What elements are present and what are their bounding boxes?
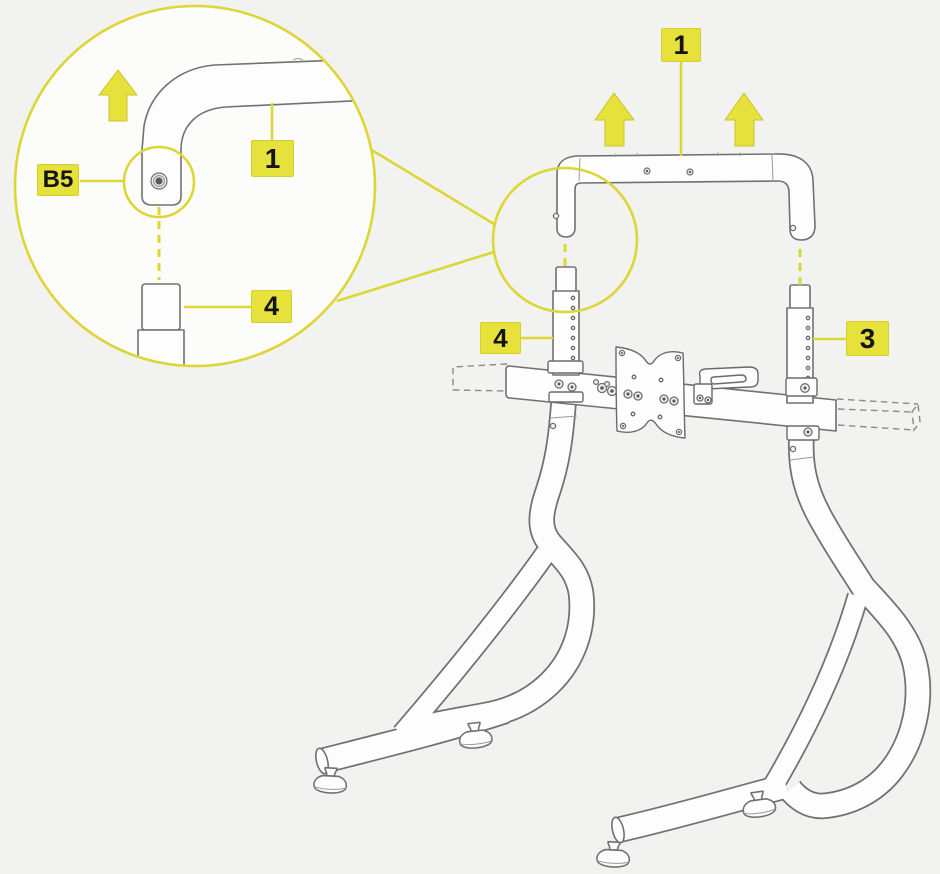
label-part4-callout: 4 <box>251 290 292 323</box>
label-part1-topbar: 1 <box>661 28 701 62</box>
callout-connector-lines <box>336 147 495 303</box>
crossbar-hidden-extensions <box>452 363 921 432</box>
vesa-plate <box>615 346 686 439</box>
highlight-circle <box>491 166 639 314</box>
handle-bracket <box>693 366 759 405</box>
left-leg <box>315 395 595 775</box>
b5-screw-hole <box>150 172 168 190</box>
label-part4-left-post: 4 <box>480 322 521 354</box>
label-part1-callout: 1 <box>251 140 294 177</box>
left-post <box>552 266 580 376</box>
part1-tube-callout <box>141 57 375 206</box>
up-arrow-icon <box>594 92 635 147</box>
main-annotations <box>491 62 846 341</box>
up-arrow-icon <box>724 92 764 147</box>
left-post-clamp <box>547 360 584 403</box>
right-post-clamp <box>785 377 820 441</box>
up-arrow-icon <box>98 69 138 122</box>
top-bar <box>552 152 816 241</box>
label-b5-hardware: B5 <box>37 164 79 196</box>
label-part3-right-post: 3 <box>846 321 889 356</box>
right-leg <box>611 426 932 844</box>
right-feet <box>596 790 777 868</box>
left-feet <box>313 721 493 794</box>
